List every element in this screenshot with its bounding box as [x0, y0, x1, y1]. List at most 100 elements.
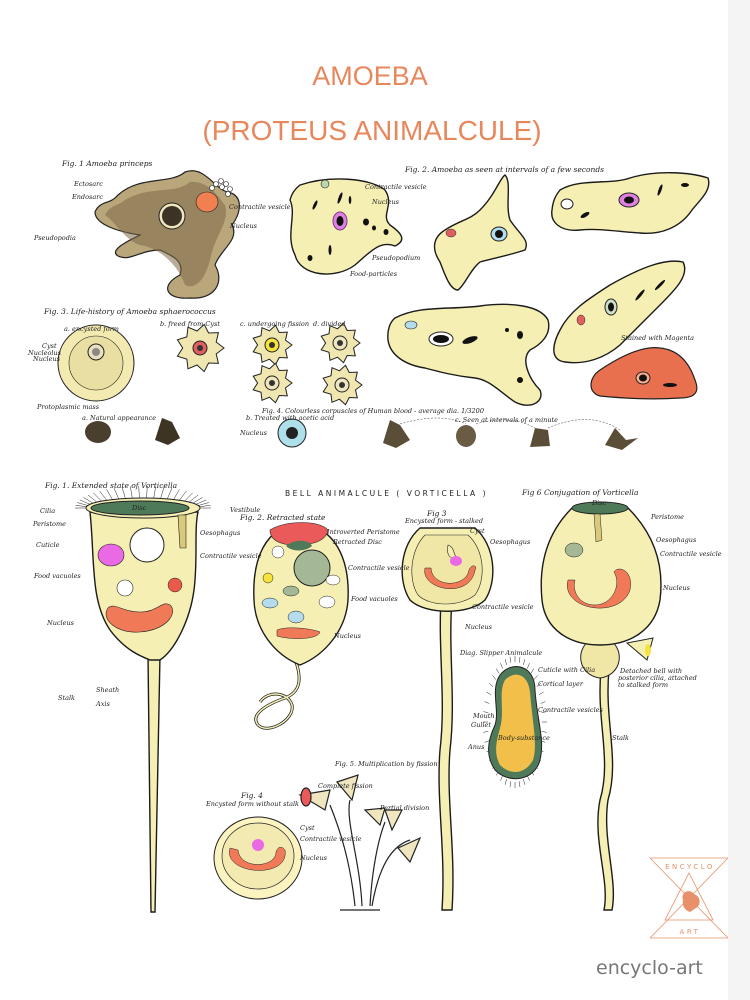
cilium: [500, 775, 503, 781]
cilium: [518, 781, 521, 788]
cilium: [523, 778, 526, 785]
label: Nucleus: [662, 584, 691, 592]
label: Disc: [131, 504, 147, 512]
label: Food-particles: [349, 270, 398, 278]
label: b. freed from Cyst: [160, 320, 220, 328]
label: Introverted Peristome: [326, 528, 400, 536]
cilium: [492, 675, 497, 680]
label: Oesophagus: [656, 536, 697, 544]
label: Nucleus: [46, 619, 75, 627]
label: Food vacuoles: [33, 572, 81, 580]
label: Cyst: [42, 342, 57, 350]
label: Retracted Disc: [332, 538, 382, 546]
fig2-caption: Fig. 2. Amoeba as seen at intervals of a…: [404, 165, 604, 174]
poster-title: AMOEBA: [312, 61, 428, 91]
label: a. Natural appearance: [82, 414, 156, 422]
label: Nucleus: [464, 623, 493, 631]
label: a. encysted form: [64, 325, 119, 333]
nucleolus: [269, 342, 275, 348]
label: Contractile vesicle: [300, 835, 362, 843]
cilium: [536, 683, 542, 687]
label: Partial division: [379, 804, 429, 812]
amoeba-life-history: [57, 322, 363, 406]
cilium: [518, 656, 521, 663]
cilium: [541, 731, 547, 733]
cilium: [179, 490, 187, 501]
label: Sheath: [96, 686, 119, 694]
cilium: [483, 711, 489, 713]
vorticella-fission: [298, 774, 422, 911]
cilium: [192, 497, 203, 504]
logo-text-bottom: ART: [680, 928, 701, 936]
label: Contractile vesicle: [365, 183, 427, 191]
artist-name: encyclo-art: [596, 957, 703, 979]
vorticella-retracted: [253, 522, 349, 730]
cilium: [484, 740, 490, 743]
vorticella-heading: BELL ANIMALCULE ( VORTICELLA ): [285, 489, 488, 498]
label: Contractile vesicle: [660, 550, 722, 558]
cilium: [113, 487, 119, 500]
cilium: [198, 502, 209, 506]
logo-text-top: ENCYCLO: [665, 863, 715, 871]
nucleolus: [197, 345, 203, 351]
label: Cyst: [300, 824, 315, 832]
cilium: [173, 489, 180, 500]
cilium: [167, 487, 173, 500]
vfig4-subcaption: Encysted form without stalk: [205, 800, 299, 808]
label: Anus: [467, 743, 485, 751]
label: Nucleus: [333, 632, 362, 640]
slipper-animalcule: [483, 656, 547, 788]
fig4-caption: Fig. 4. Colourless corpuscles of Human b…: [261, 407, 484, 415]
cilium: [199, 504, 211, 507]
label: Pseudopodium: [371, 254, 420, 262]
cilium: [121, 487, 126, 499]
cilium: [483, 731, 489, 733]
cilium: [527, 663, 530, 669]
cilium: [530, 668, 535, 674]
label: Stalk: [612, 734, 629, 742]
label: Detached bell with: [619, 667, 682, 675]
cilium: [79, 499, 91, 505]
cilium: [153, 486, 156, 499]
label: Contractile vesicle: [200, 552, 262, 560]
label: Food vacuoles: [350, 595, 398, 603]
cilium: [87, 494, 98, 503]
cilium: [99, 490, 107, 501]
label: d. divided: [313, 320, 345, 328]
cilium: [523, 659, 526, 666]
vfig3-caption: Fig 3: [426, 509, 447, 518]
label: Gullet: [471, 721, 491, 729]
label: Cilia: [40, 507, 55, 515]
label: Pseudopodia: [33, 234, 76, 242]
label: Peristome: [32, 520, 66, 528]
label: Body-substance: [497, 734, 550, 742]
label: Disc: [591, 499, 607, 507]
cilium: [130, 486, 133, 499]
cilium: [509, 781, 512, 788]
label: to stalked form: [618, 681, 668, 689]
cilium: [509, 656, 512, 663]
label: Peristome: [650, 513, 684, 521]
cilium: [504, 659, 507, 666]
cilium: [533, 675, 538, 680]
fig1-caption: Fig. 1 Amoeba princeps: [61, 159, 153, 168]
cilium: [184, 492, 193, 502]
cilium: [500, 663, 503, 669]
cilium: [538, 691, 544, 695]
label: posterior cilia, attached: [618, 674, 697, 682]
label: Nucleus: [299, 854, 328, 862]
label: Contractile vesicle: [348, 564, 410, 572]
cilium: [486, 691, 492, 695]
vorticella-conjugation: [540, 501, 662, 911]
label: Mouth: [472, 712, 495, 720]
label: Nucleus: [239, 429, 268, 437]
label: Stained with Magenta: [621, 334, 694, 342]
blood-corpuscles: [85, 417, 638, 450]
label: Stalk: [58, 694, 75, 702]
label: Axis: [95, 700, 110, 708]
cilium: [75, 504, 87, 507]
label: Contractile vesicles: [538, 706, 603, 714]
vfig6-caption: Fig 6 Conjugation of Vorticella: [521, 488, 638, 497]
vfig1-caption: Fig. 1. Extended state of Vorticella: [44, 481, 177, 490]
fig3-caption: Fig. 3. Life-history of Amoeba sphaeroco…: [43, 307, 216, 316]
